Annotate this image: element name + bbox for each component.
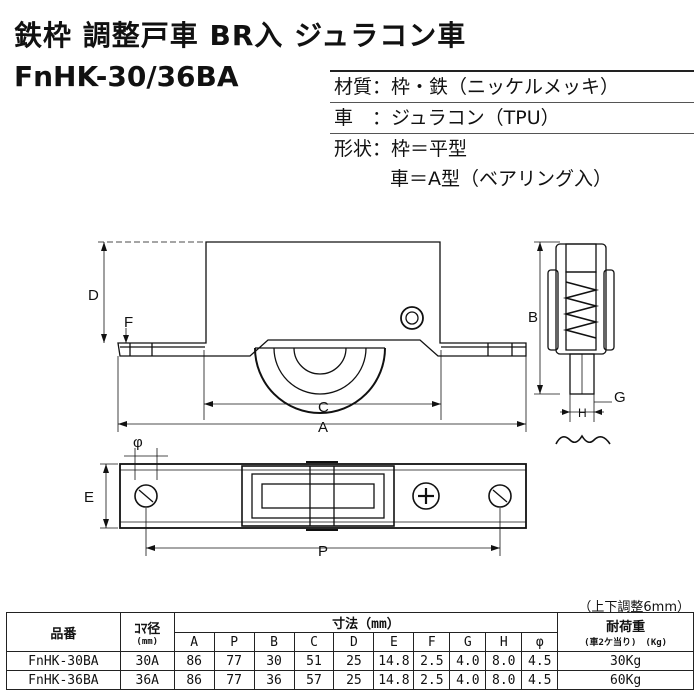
cell-part-no: FnHK-36BA <box>6 670 121 690</box>
dim-col-header: P <box>213 632 255 652</box>
cell-roller: 36A <box>119 670 175 690</box>
end-view <box>534 241 615 445</box>
dim-col-header: B <box>253 632 295 652</box>
cell-dim: 77 <box>213 670 255 690</box>
cell-dim: 2.5 <box>413 651 451 671</box>
label-G: G <box>614 389 626 406</box>
cell-dim: 25 <box>333 651 375 671</box>
dim-col-header: A <box>173 632 215 652</box>
dim-col-header: C <box>293 632 335 652</box>
cell-dim: 77 <box>213 651 255 671</box>
label-phi: φ <box>133 434 143 451</box>
cell-dim: 57 <box>293 670 335 690</box>
dim-col-header: E <box>373 632 415 652</box>
cell-dim: 4.0 <box>449 651 487 671</box>
cell-load: 60Kg <box>557 670 694 690</box>
cell-dim: 4.5 <box>521 651 559 671</box>
cell-part-no: FnHK-30BA <box>6 651 121 671</box>
label-P: P <box>318 543 328 560</box>
cell-dim: 25 <box>333 670 375 690</box>
cell-load: 30Kg <box>557 651 694 671</box>
header-load-sub: (車2ケ当り) (Kg) <box>584 638 668 648</box>
header-load-label: 耐荷重 <box>606 620 646 635</box>
cell-dim: 8.0 <box>485 651 523 671</box>
label-H: H <box>578 406 587 420</box>
label-D: D <box>88 287 99 304</box>
title-line-1: 鉄枠 調整戸車 BR入 ジュラコン車 <box>14 19 467 52</box>
title-line-2: FnHK-30/36BA <box>14 60 239 93</box>
spec-wheel: 車 ：ジュラコン（TPU） <box>330 103 694 134</box>
label-E: E <box>84 489 94 506</box>
label-F: F <box>124 314 133 331</box>
cell-dim: 14.8 <box>373 651 415 671</box>
label-C: C <box>318 399 329 416</box>
top-view <box>100 448 527 556</box>
header-roller-dia-label: ｺﾏ径 <box>134 621 161 637</box>
header-part-no: 品番 <box>6 612 121 652</box>
spec-shape-wheel: 車＝A型（ベアリング入） <box>390 168 612 190</box>
label-A: A <box>318 419 328 436</box>
header-load: 耐荷重 (車2ケ当り) (Kg) <box>557 612 694 652</box>
cell-dim: 4.0 <box>449 670 487 690</box>
header-roller-dia-unit: (mm) <box>136 636 159 647</box>
label-B: B <box>528 309 538 326</box>
dimension-column-row: A P B C D E F G H φ <box>7 632 694 652</box>
table-row: FnHK-36BA 36A 86 77 36 57 25 14.8 2.5 4.… <box>6 670 694 690</box>
table-row: FnHK-30BA 30A 86 77 30 51 25 14.8 2.5 4.… <box>6 651 694 671</box>
dim-col-header: G <box>449 632 487 652</box>
side-view <box>98 241 527 432</box>
dim-col-header: F <box>413 632 451 652</box>
cell-dim: 36 <box>253 670 295 690</box>
spec-table: 品番 ｺﾏ径 (mm) 寸法（mm） 耐荷重 (車2ケ当り) (Kg) A P … <box>6 612 694 690</box>
spec-shape-frame: 形状：枠＝平型 <box>334 138 468 160</box>
spec-list: 材質：枠・鉄（ニッケルメッキ） 車 ：ジュラコン（TPU） 形状：枠＝平型 車＝… <box>330 70 694 194</box>
cell-dim: 8.0 <box>485 670 523 690</box>
header-dimensions: 寸法（mm） <box>173 612 559 633</box>
technical-drawing: D F C A B G H φ E P <box>84 241 626 560</box>
header-roller-dia: ｺﾏ径 (mm) <box>119 612 175 652</box>
cell-dim: 86 <box>173 651 215 671</box>
dim-col-header: D <box>333 632 375 652</box>
spec-material: 材質：枠・鉄（ニッケルメッキ） <box>330 72 694 103</box>
cell-dim: 30 <box>253 651 295 671</box>
adjust-note: （上下調整6mm） <box>578 600 690 615</box>
cell-dim: 2.5 <box>413 670 451 690</box>
cell-roller: 30A <box>119 651 175 671</box>
cell-dim: 86 <box>173 670 215 690</box>
dim-col-header: φ <box>521 632 559 652</box>
cell-dim: 51 <box>293 651 335 671</box>
dim-col-header: H <box>485 632 523 652</box>
cell-dim: 14.8 <box>373 670 415 690</box>
cell-dim: 4.5 <box>521 670 559 690</box>
